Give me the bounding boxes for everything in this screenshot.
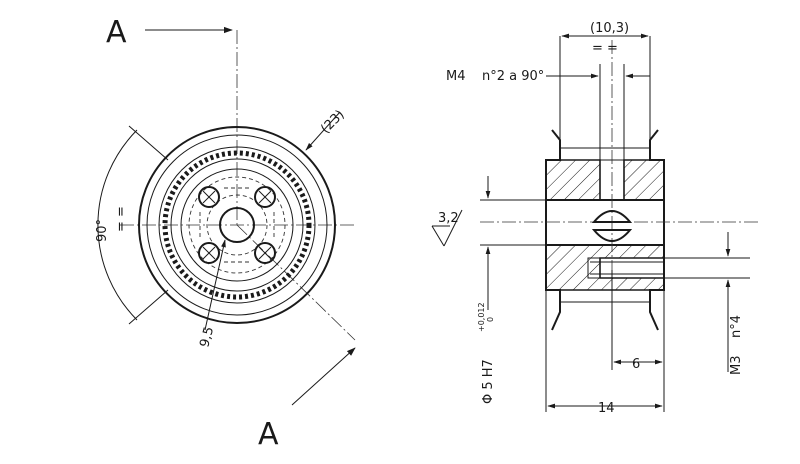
roughness-label: 3,2: [438, 211, 459, 226]
hatch-bottom: [545, 244, 665, 291]
bolt-circle-label: 9,5: [197, 325, 217, 349]
bore-tolerance-upper: +0,012: [477, 302, 486, 332]
dim-6-label: 6: [632, 357, 640, 372]
hub-circle: [180, 168, 294, 282]
tooth-band-bottom: [559, 289, 651, 303]
outer-diameter-leader: [305, 111, 341, 151]
hatch-top-right: [623, 159, 665, 201]
dim-10-3-label: (10,3): [590, 21, 629, 36]
thread-m3-label: M3: [729, 356, 744, 376]
bore-countersink-bottom: [591, 229, 633, 242]
mounting-hole-1: [198, 186, 220, 208]
angle-extension-bottom: [128, 289, 169, 325]
bore-tolerance-lower: 0: [486, 317, 495, 322]
tooth-tip-circle: [158, 146, 316, 304]
angle-symmetry-label: = =: [114, 206, 129, 232]
dim-14-label: 14: [598, 401, 615, 416]
thread-m3-count: n°4: [729, 315, 744, 338]
section-line-diagonal: [236, 224, 356, 341]
section-arrow-bottom: [291, 347, 356, 406]
section-view: (10,3) = = M4 n°2 a 90° 3,2 Φ 5 H7 +0,01…: [431, 21, 760, 416]
m3-threaded-hole: [587, 257, 665, 279]
roughness-symbol: [431, 209, 463, 247]
mounting-hole-3: [198, 242, 220, 264]
bore-countersink-top: [591, 210, 633, 223]
center-bore: [219, 207, 255, 243]
angle-dimension-arc: [97, 129, 138, 321]
section-marker-top: A: [106, 15, 127, 50]
thread-m4-label: M4: [446, 69, 466, 84]
tooth-band-top: [559, 147, 651, 161]
dim-10-3-symmetry: = =: [592, 41, 618, 56]
mounting-hole-4: [254, 242, 276, 264]
flange-inner-circle: [146, 134, 328, 316]
tooth-root-circle: [170, 158, 304, 292]
bolt-circle-leader: [204, 239, 226, 331]
hidden-bolt-circle: [206, 194, 268, 256]
flange-right: [649, 129, 665, 331]
angle-extension-top: [128, 125, 169, 161]
mounting-hole-2: [254, 186, 276, 208]
outer-flange-circle: [138, 126, 336, 324]
flange-left: [545, 129, 561, 331]
bore-diameter-label: Φ 5 H7: [481, 359, 496, 404]
front-view: A A: [95, 15, 356, 452]
outer-diameter-label: (23): [318, 107, 347, 136]
hidden-hub-circle: [188, 176, 286, 274]
angle-dimension-label: 90°: [95, 219, 110, 242]
tooth-ring: [162, 150, 312, 300]
hatch-top-left: [545, 159, 601, 201]
section-marker-bottom: A: [258, 417, 279, 452]
thread-m4-count: n°2 a 90°: [482, 69, 544, 84]
